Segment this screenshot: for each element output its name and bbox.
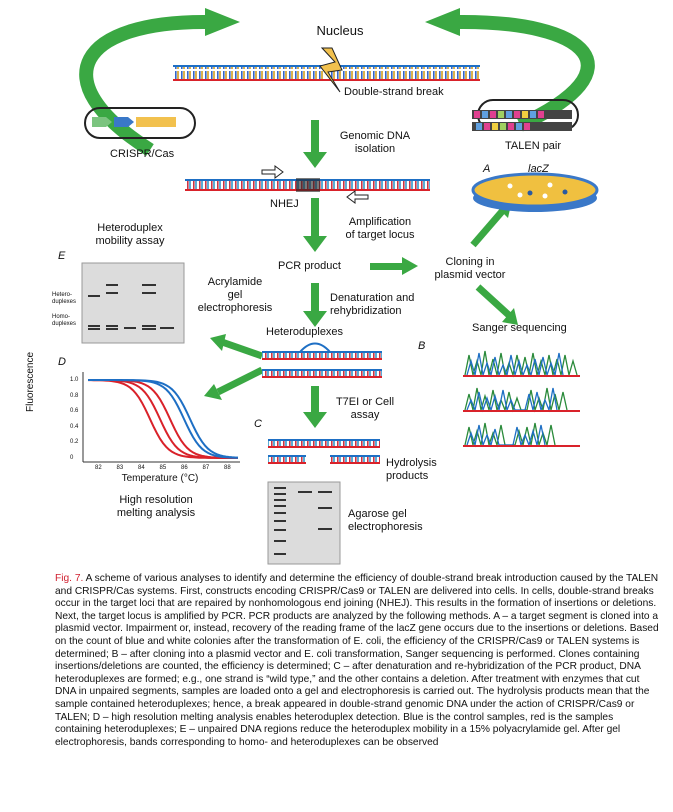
y-tick-label: 0 [70,454,74,461]
melt-curve [88,379,239,459]
cloning-label: Cloning in plasmid vector [434,256,506,281]
t7-label: T7EI or Cell assay [335,396,395,421]
hetero-band-label: Hetero- duplexes [52,292,77,305]
letter-c: C [254,418,262,430]
heteroduplexes-label: Heteroduplexes [266,326,344,338]
y-tick-label: 0.2 [70,439,79,445]
y-tick-label: 0.6 [70,408,79,414]
hma-label: Heteroduplex mobility assay [95,222,165,247]
nucleus-label: Nucleus [316,23,364,38]
talen-pair-icon [472,99,579,131]
agarose-gel [267,481,341,565]
caption-text: A scheme of various analyses to identify… [55,573,659,748]
y-tick-label: 0.8 [70,392,79,399]
scheme-figure [79,8,599,565]
figure-caption: Fig. 7. A scheme of various analyses to … [55,573,660,749]
hydrolysis-dna [268,439,380,464]
letter-a: A [483,163,491,175]
nucleus-arrow-right [454,14,595,132]
fluorescence-label: Fluorescence [25,351,36,412]
nhej-label: NHEJ [270,198,299,210]
petri-dish-icon [471,172,599,212]
melt-curves [88,379,239,459]
y-tick-label: 1.0 [70,377,79,383]
dsb-label: Double-strand break [344,86,444,98]
sanger-traces [463,350,580,448]
caption-fig-label: Fig. 7. [55,573,84,584]
lacz-label: lacZ [528,163,549,175]
y-tick-label: 0.4 [70,423,79,430]
nucleus-arrow-left [79,14,211,156]
pcr-product-label: PCR product [278,260,341,272]
temperature-label: Temperature (°C) [121,473,199,484]
x-tick-label: 87 [202,465,210,471]
x-tick-label: 82 [95,465,102,471]
melting-chart [82,372,240,463]
nhej-dna [185,165,430,204]
talen-label: TALEN pair [505,140,562,152]
x-tick-label: 88 [224,465,231,471]
letter-e: E [58,250,66,262]
crispr-plasmid-icon [84,107,196,139]
genomic-dna [173,65,480,81]
sanger-label: Sanger sequencing [472,322,567,334]
x-tick-label: 83 [116,465,124,471]
lightning-icon [319,47,343,93]
amplification-label: Amplification of target locus [345,216,415,241]
crispr-label: CRISPR/Cas [110,148,175,160]
agarose-label: Agarose gel electrophoresis [348,508,423,533]
gel-heteroduplex [81,262,185,344]
homo-band-label: Homo- duplexes [52,314,77,327]
denaturation-label: Denaturation and rehybridization [330,292,415,317]
letter-b: B [418,340,426,352]
heteroduplex-dna [262,342,382,378]
hrm-label: High resolution melting analysis [116,494,196,519]
letter-d: D [58,356,66,368]
x-tick-label: 86 [181,465,188,471]
genomic-label: Genomic DNA isolation [339,130,411,155]
hydrolysis-label: Hydrolysis products [386,457,437,482]
x-tick-label: 85 [159,465,167,471]
x-tick-label: 84 [138,465,145,471]
acrylamide-label: Acrylamide gel electrophoresis [197,276,273,314]
